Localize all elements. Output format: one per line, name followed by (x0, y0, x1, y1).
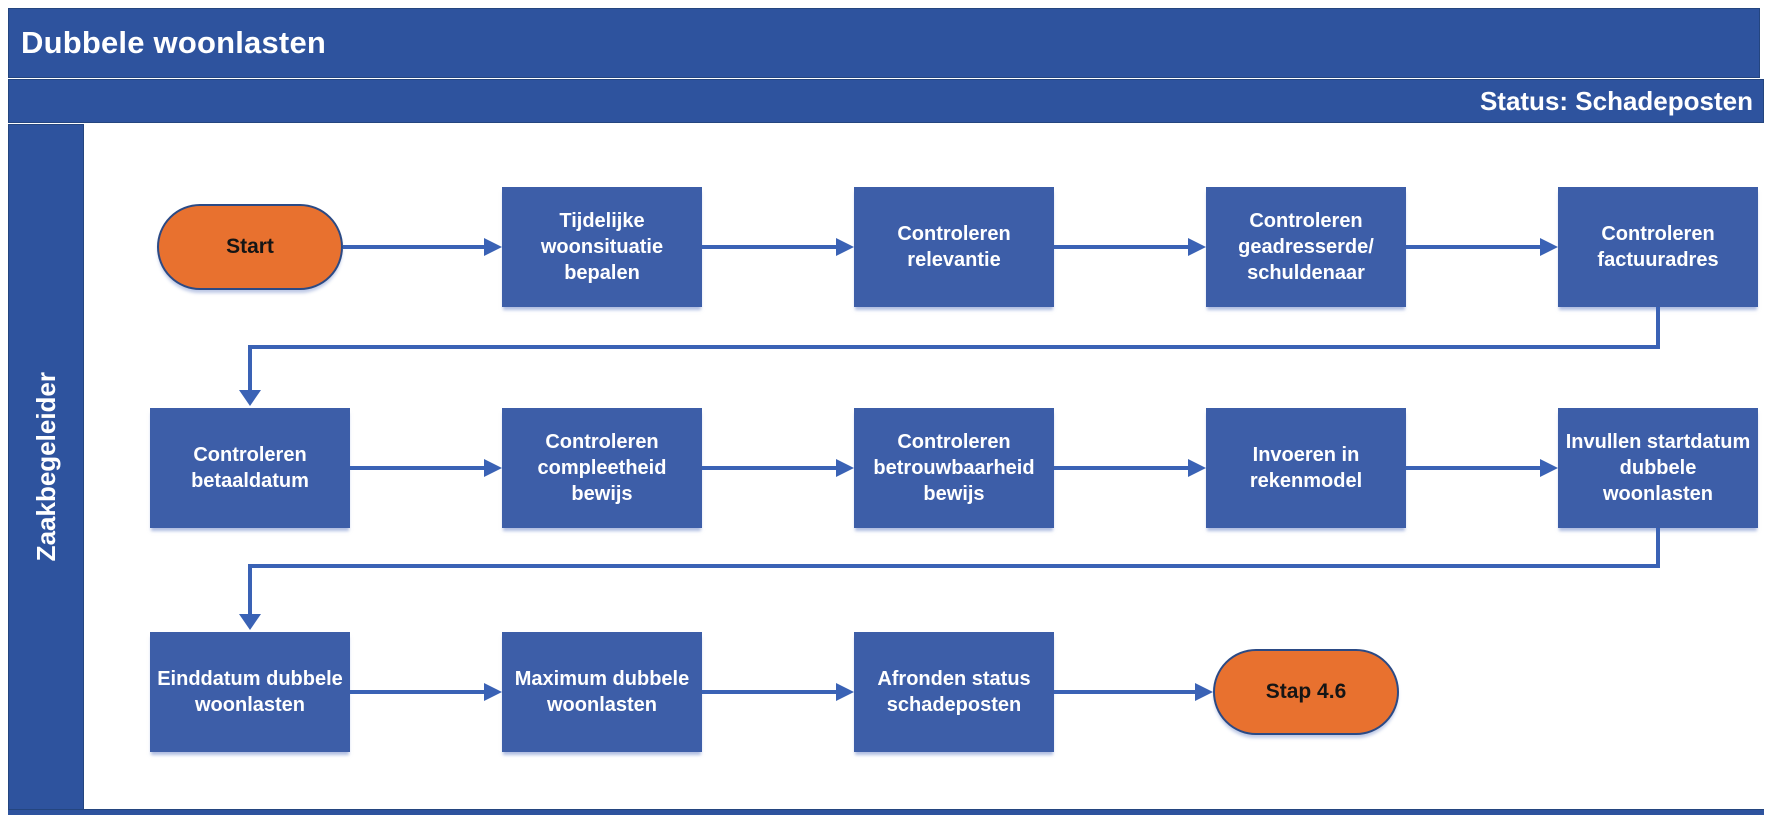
connector-row2-row3-arrowhead (239, 614, 261, 630)
step-controleren-compleetheid-bewijs: Controleren compleetheid bewijs (502, 408, 702, 528)
end-terminator: Stap 4.6 (1213, 649, 1399, 735)
status-bar: Status: Schadeposten (8, 79, 1764, 123)
title-bar: Dubbele woonlasten (8, 8, 1760, 78)
connector-row2-row3-drop (248, 568, 252, 614)
step-tijdelijke-woonsituatie-bepalen: Tijdelijke woonsituatie bepalen (502, 187, 702, 307)
step-controleren-relevantie: Controleren relevantie (854, 187, 1054, 307)
end-label: Stap 4.6 (1265, 680, 1347, 703)
step-invoeren-in-rekenmodel: Invoeren in rekenmodel (1206, 408, 1406, 528)
lane-label: Zaakbegeleider (30, 372, 61, 562)
step-controleren-geadresserde-schuldenaar: Controleren geadresserde/ schuldenaar (1206, 187, 1406, 307)
step-controleren-betaaldatum: Controleren betaaldatum (150, 408, 350, 528)
page-title: Dubbele woonlasten (21, 25, 327, 60)
start-terminator: Start (157, 204, 343, 290)
connector-row1-row2-arrowhead (239, 390, 261, 406)
arrow-step2-to-step3 (1054, 238, 1206, 256)
arrow-step8-to-step9 (1406, 459, 1558, 477)
step-einddatum-dubbele-woonlasten: Einddatum dubbele woonlasten (150, 632, 350, 752)
bottom-border-bar (8, 809, 1764, 815)
connector-row2-row3-across (248, 564, 1660, 568)
arrow-step7-to-step8 (1054, 459, 1206, 477)
step-maximum-dubbele-woonlasten: Maximum dubbele woonlasten (502, 632, 702, 752)
lane-header: Zaakbegeleider (8, 124, 84, 810)
step-controleren-betrouwbaarheid-bewijs: Controleren betrouwbaarheid bewijs (854, 408, 1054, 528)
status-label: Status: Schadeposten (1479, 85, 1753, 116)
connector-row1-row2-across (248, 345, 1660, 349)
arrow-step5-to-step6 (350, 459, 502, 477)
step-controleren-factuuradres: Controleren factuuradres (1558, 187, 1758, 307)
arrow-step11-to-step12 (702, 683, 854, 701)
arrow-step6-to-step7 (702, 459, 854, 477)
connector-row1-row2-drop (248, 349, 252, 391)
arrow-start-to-step1 (343, 238, 502, 256)
connector-row1-row2-down (1656, 307, 1660, 349)
arrow-step3-to-step4 (1406, 238, 1558, 256)
arrow-step1-to-step2 (702, 238, 854, 256)
step-invullen-startdatum-dubbele-woonlasten: Invullen startdatum dubbele woonlasten (1558, 408, 1758, 528)
arrow-step10-to-step11 (350, 683, 502, 701)
start-label: Start (226, 235, 274, 258)
arrow-step12-to-end (1054, 683, 1213, 701)
step-afronden-status-schadeposten: Afronden status schadeposten (854, 632, 1054, 752)
connector-row2-row3-down (1656, 528, 1660, 568)
